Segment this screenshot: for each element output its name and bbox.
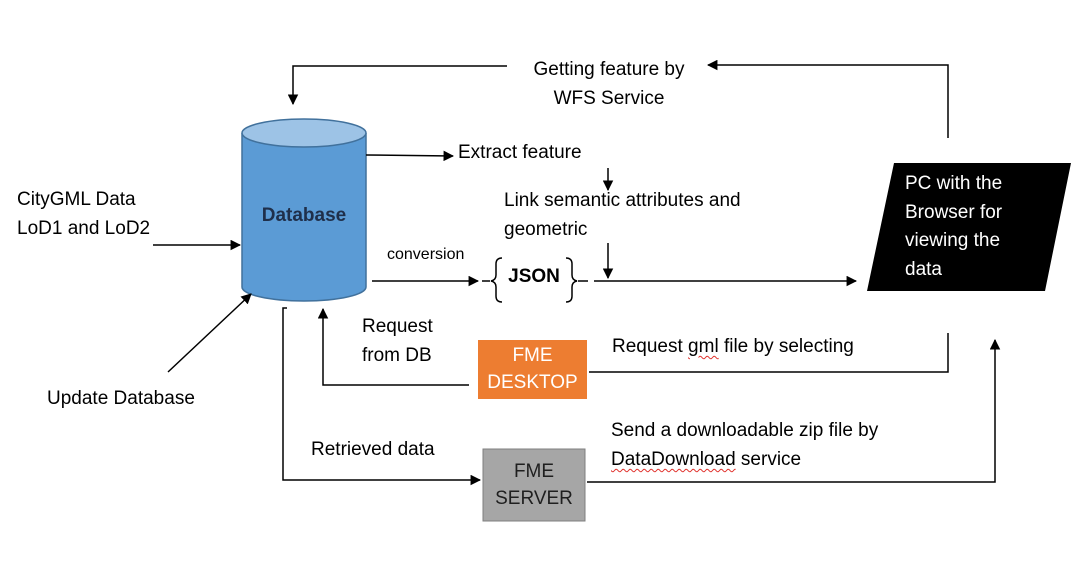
send-zip-connector [587,338,1001,483]
request-from-db-label: Request from DB [362,312,433,370]
send-zip-line2: DataDownload service [611,445,878,474]
pc-line1: PC with the [905,173,1003,194]
citygml-line2: LoD1 and LoD2 [17,218,151,239]
database-top [241,118,367,148]
link-semantic-label: Link semantic attributes and geometric [504,186,741,244]
fme-desktop-box[interactable] [478,340,587,399]
fme-server-line1: FME [513,461,555,482]
fme-server-label: FME SERVER [483,458,585,512]
pc-line2: Browser for [905,201,1003,223]
send-zip-word: DataDownload [611,449,736,470]
fme-desktop-line2: DESKTOP [487,372,578,393]
json-left-brace [490,257,503,303]
pc-line3: viewing the [905,230,1001,251]
wfs-feature-connector [706,59,949,138]
request-gml-connector [589,333,949,373]
send-zip-label: Send a downloadable zip file by DataDown… [611,416,878,474]
request-gml-pre: Request [612,336,689,357]
citygml-label: CityGML Data LoD1 and LoD2 [17,185,150,243]
send-zip-post: service [735,449,802,470]
link-semantic-line2: geometric [504,219,588,240]
database-cylinder[interactable] [241,118,367,302]
send-zip-line1: Send a downloadable zip file by [611,420,879,441]
getting-feature-label: Getting feature by WFS Service [521,55,697,113]
fme-desktop-line1: FME [512,345,553,366]
fme-server-box[interactable] [482,448,586,522]
pc-browser-label: PC with the Browser for viewing the data [905,170,1002,284]
wfs-to-database-connector [287,65,507,106]
json-right-brace [565,257,578,303]
link-semantic-line1: Link semantic attributes and [504,190,741,211]
request-gml-label: Request gml file by selecting [612,332,854,361]
pc-browser-parallelogram[interactable] [867,163,1071,291]
request-gml-word: gml [688,336,719,357]
update-database-connector [167,293,252,373]
request-from-db-connector [317,307,469,386]
conversion-label: conversion [387,246,465,263]
extract-feature-connector [365,150,455,162]
pc-line4: data [905,258,942,280]
retrieved-data-label: Retrieved data [311,439,435,460]
retrieved-data-connector [282,307,482,486]
extract-feature-label: Extract feature [458,142,582,163]
citygml-line1: CityGML Data [17,189,136,210]
getting-feature-line1: Getting feature by [533,59,685,80]
request-gml-post: file by selecting [718,336,854,357]
request-from-db-line1: Request [362,316,433,337]
database-label: Database [261,205,347,226]
update-database-label: Update Database [47,388,195,409]
database-body [241,133,367,302]
json-label: JSON [508,266,560,287]
fme-desktop-label: FME DESKTOP [478,342,587,396]
getting-feature-line2: WFS Service [553,88,665,109]
fme-server-line2: SERVER [495,488,573,509]
request-from-db-line2: from DB [362,345,432,366]
